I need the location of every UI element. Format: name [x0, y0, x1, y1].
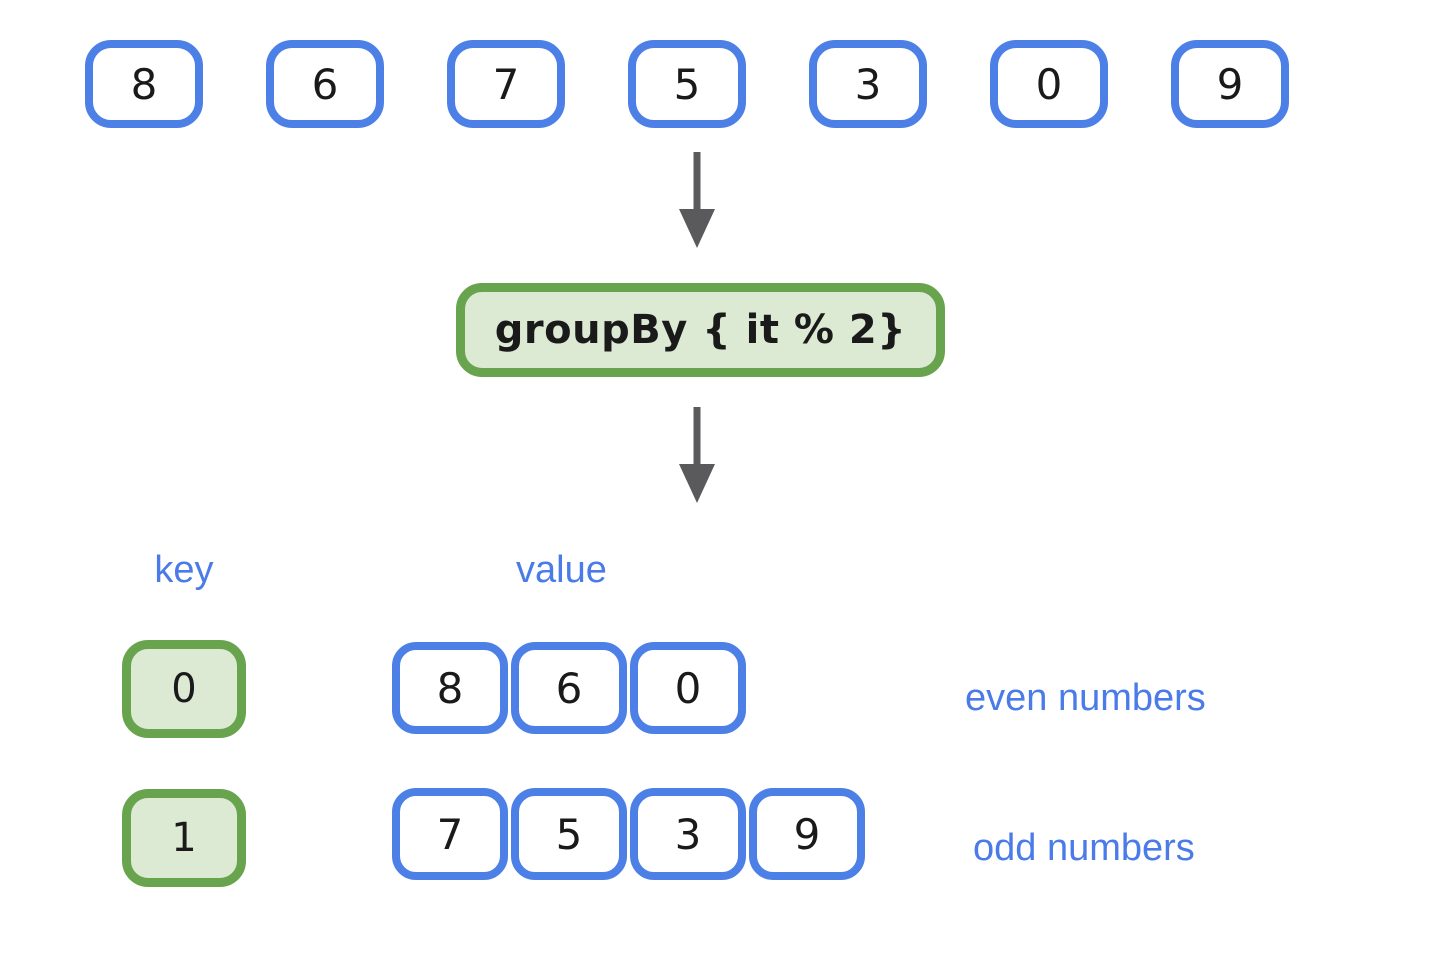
input-number-box: 9	[1171, 40, 1289, 128]
group-value-box: 7	[392, 788, 508, 880]
value-column-header: value	[516, 549, 607, 591]
group-value-box: 8	[392, 642, 508, 734]
group-value-box: 9	[749, 788, 865, 880]
group-annotation: even numbers	[965, 677, 1206, 719]
input-number-box: 5	[628, 40, 746, 128]
input-number-list: 8 6 7 5 3 0 9	[85, 40, 1289, 128]
arrow-down-icon	[679, 407, 715, 503]
group-value-box: 3	[630, 788, 746, 880]
group-value-box: 0	[630, 642, 746, 734]
group-key-box: 1	[122, 789, 246, 887]
group-value-box: 5	[511, 788, 627, 880]
input-number-box: 3	[809, 40, 927, 128]
group-value-list: 8 6 0	[392, 642, 746, 734]
input-number-box: 6	[266, 40, 384, 128]
operation-box: groupBy { it % 2}	[456, 283, 945, 377]
arrow-down-icon	[679, 152, 715, 248]
input-number-box: 0	[990, 40, 1108, 128]
input-number-box: 8	[85, 40, 203, 128]
key-column-header: key	[154, 549, 214, 591]
group-value-list: 7 5 3 9	[392, 788, 865, 880]
group-key-box: 0	[122, 640, 246, 738]
input-number-box: 7	[447, 40, 565, 128]
group-value-box: 6	[511, 642, 627, 734]
group-annotation: odd numbers	[973, 827, 1195, 869]
